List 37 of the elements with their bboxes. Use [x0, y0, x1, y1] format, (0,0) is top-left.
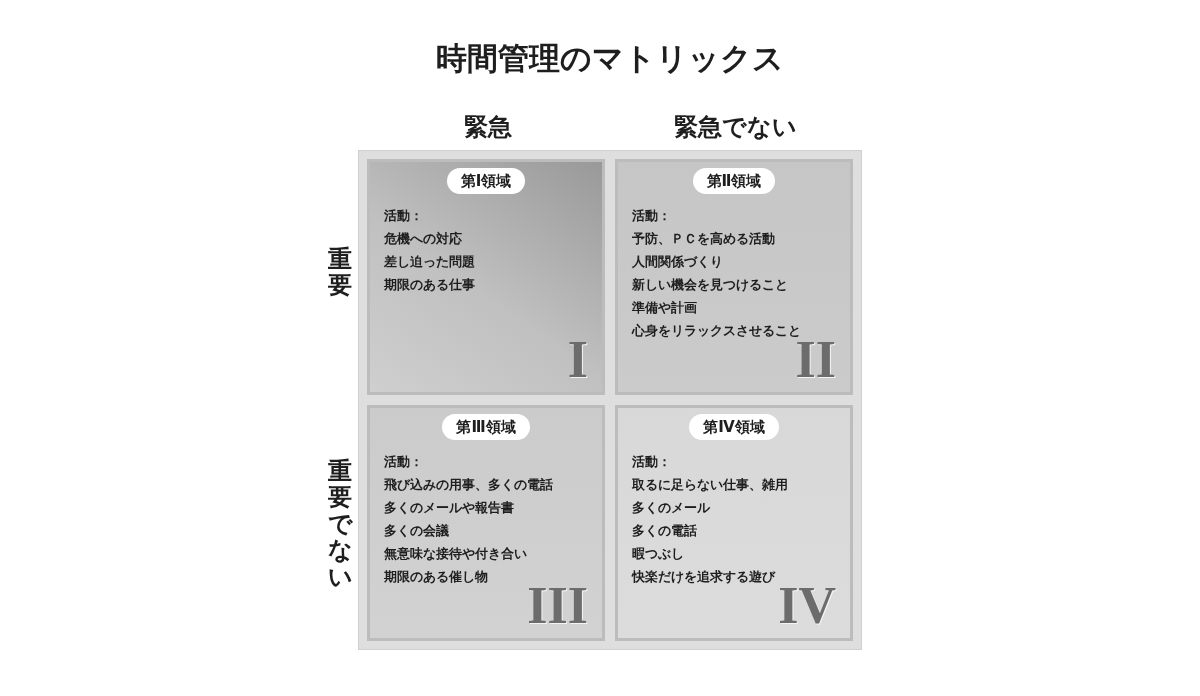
axis-label: 緊急でない	[672, 113, 798, 142]
quadrant-panel	[615, 405, 853, 641]
quadrant-heading-pill: 第Ⅰ領域	[446, 168, 526, 194]
activity-item: 期限のある催し物	[384, 568, 488, 586]
quadrant-panel	[615, 159, 853, 395]
quadrant-panel	[367, 159, 605, 395]
activity-heading: 活動：	[632, 453, 671, 471]
activity-item: 期限のある仕事	[384, 276, 475, 294]
activity-item: 無意味な接待や付き合い	[384, 545, 527, 563]
activity-heading: 活動：	[384, 207, 423, 225]
roman-numeral: III	[527, 580, 588, 632]
quadrant-panel	[367, 405, 605, 641]
activity-item: 取るに足らない仕事、雑用	[632, 476, 788, 494]
activity-heading: 活動：	[384, 453, 423, 471]
activity-item: 心身をリラックスさせること	[632, 322, 801, 340]
roman-numeral: IV	[778, 580, 836, 632]
activity-item: 差し迫った問題	[384, 253, 475, 271]
activity-item: 多くの会議	[384, 522, 449, 540]
activity-item: 人間関係づくり	[632, 253, 723, 271]
quadrant-heading-pill: 第Ⅳ領域	[689, 414, 779, 440]
activity-item: 多くのメールや報告書	[384, 499, 514, 517]
activity-heading: 活動：	[632, 207, 671, 225]
activity-item: 飛び込みの用事、多くの電話	[384, 476, 553, 494]
diagram-title: 時間管理のマトリックス	[435, 40, 785, 78]
activity-item: 多くの電話	[632, 522, 697, 540]
axis-label: 緊急	[463, 113, 513, 142]
activity-item: 危機への対応	[384, 230, 462, 248]
activity-item: 快楽だけを追求する遊び	[632, 568, 775, 586]
activity-item: 準備や計画	[632, 299, 697, 317]
quadrant-heading-pill: 第Ⅱ領域	[692, 168, 776, 194]
activity-item: 暇つぶし	[632, 545, 684, 563]
activity-item: 予防、ＰＣを高める活動	[632, 230, 775, 248]
axis-label: 重要でない	[328, 458, 352, 590]
quadrant-heading-pill: 第Ⅲ領域	[442, 414, 530, 440]
roman-numeral: I	[567, 334, 588, 386]
activity-item: 新しい機会を見つけること	[632, 276, 788, 294]
activity-item: 多くのメール	[632, 499, 710, 517]
